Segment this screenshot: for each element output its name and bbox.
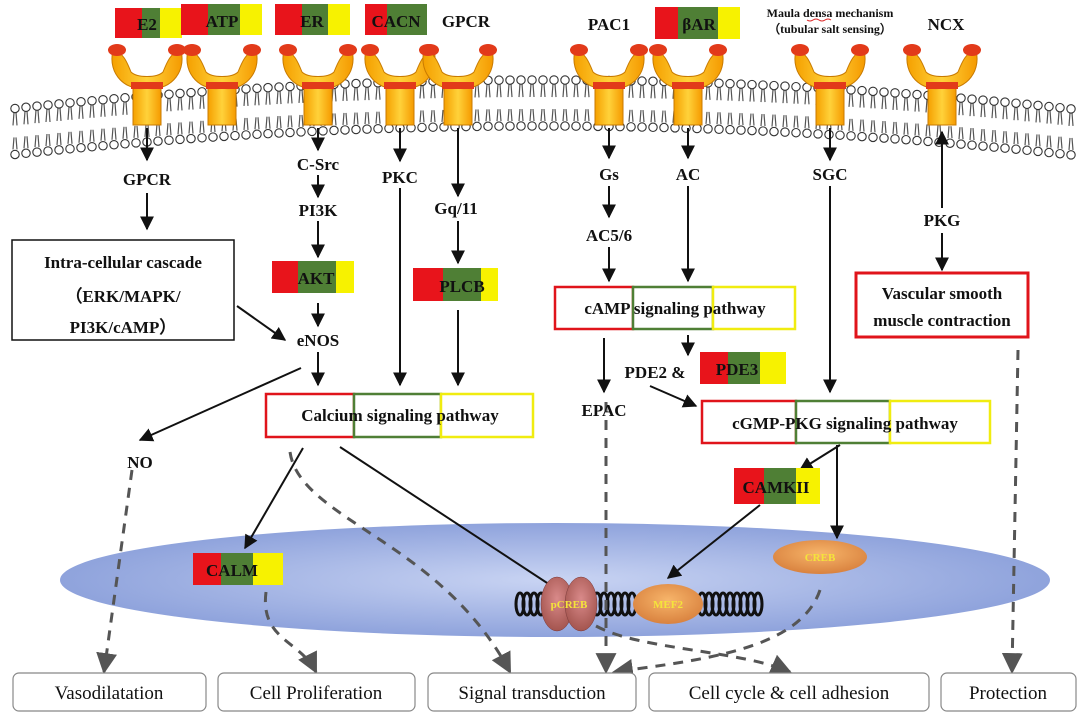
outcome-cell-cycle: Cell cycle & cell adhesion (648, 672, 930, 712)
receptor-tag-bar: βAR (655, 7, 740, 39)
dna-helix (514, 591, 764, 617)
node-enos: eNOS (297, 331, 340, 350)
receptor-5 (570, 44, 648, 126)
receptor-label-pac1: PAC1 (588, 15, 630, 34)
svg-text:MEF2: MEF2 (653, 599, 683, 611)
svg-text:Protection: Protection (969, 683, 1048, 704)
svg-text:CAMKII: CAMKII (742, 478, 809, 497)
node-epac: EPAC (581, 401, 626, 420)
svg-text:PDE3: PDE3 (716, 360, 759, 379)
receptor-2 (279, 44, 357, 126)
creb-protein: CREB (773, 540, 867, 574)
svg-text:Cell Proliferation: Cell Proliferation (250, 683, 383, 704)
svg-text:CACN: CACN (371, 12, 421, 31)
node-pkg: PKG (924, 211, 961, 230)
receptor-label-maula-sub: （tubular salt sensing） (768, 21, 892, 36)
box-camp-signaling: cAMP signaling pathway (553, 285, 797, 331)
svg-text:βAR: βAR (682, 15, 716, 34)
receptor-7 (791, 44, 869, 126)
spellcheck-underline (806, 18, 832, 22)
svg-text:AKT: AKT (298, 269, 336, 288)
solid-arrows (138, 128, 949, 599)
receptor-tag-er: ER (275, 4, 350, 35)
tag-calm: CALM (193, 553, 283, 585)
svg-text:muscle contraction: muscle contraction (873, 311, 1011, 330)
svg-text:PI3K/cAMP）: PI3K/cAMP） (70, 317, 177, 337)
tag-akt: AKT (272, 261, 354, 293)
mef2-protein: MEF2 (633, 584, 703, 624)
svg-text:Vasodilatation: Vasodilatation (55, 683, 164, 704)
svg-text:Intra-cellular cascade: Intra-cellular cascade (44, 253, 202, 272)
svg-text:pCREB: pCREB (551, 599, 588, 611)
receptor-label-ncx: NCX (928, 15, 966, 34)
svg-text:Vascular smooth: Vascular smooth (882, 284, 1003, 303)
svg-text:Calcium signaling pathway: Calcium signaling pathway (301, 406, 499, 425)
receptor-label-gpcr: GPCR (442, 12, 491, 31)
receptor-row (108, 44, 981, 126)
node-csrc: C-Src (297, 155, 340, 174)
node-no: NO (127, 453, 153, 472)
node-pkc: PKC (382, 168, 418, 187)
node-sgc: SGC (813, 165, 848, 184)
node-gpcr: GPCR (123, 170, 172, 189)
svg-text:ATP: ATP (206, 12, 239, 31)
receptor-tag-atp: ATP (181, 4, 262, 35)
svg-text:Signal transduction: Signal transduction (458, 683, 606, 704)
svg-text:E2: E2 (137, 15, 157, 34)
receptor-1 (183, 44, 261, 126)
outcome-protection: Protection (940, 672, 1077, 712)
receptor-0 (108, 44, 186, 126)
svg-text:cGMP-PKG signaling pathway: cGMP-PKG signaling pathway (732, 414, 958, 433)
outcome-vasodilatation: Vasodilatation (12, 672, 207, 712)
node-pde2: PDE2 & (625, 363, 686, 382)
box-calcium-signaling: Calcium signaling pathway (264, 392, 535, 439)
tag-camkii: CAMKII (734, 468, 820, 504)
box-vascular-smooth-muscle: Vascular smooth muscle contraction (854, 271, 1030, 339)
box-intracellular-cascade: Intra-cellular cascade （ERK/MAPK/ PI3K/c… (11, 239, 235, 341)
svg-text:CALM: CALM (206, 561, 258, 580)
receptor-tag-cacn: CACN (365, 4, 427, 35)
svg-text:PLCB: PLCB (439, 277, 484, 296)
outcome-cell-proliferation: Cell Proliferation (217, 672, 416, 712)
svg-text:cAMP signaling pathway: cAMP signaling pathway (584, 299, 766, 318)
svg-text:（ERK/MAPK/: （ERK/MAPK/ (65, 286, 180, 306)
node-gs: Gs (599, 165, 619, 184)
node-ac: AC (676, 165, 701, 184)
receptor-8 (903, 44, 981, 126)
cell-membrane (10, 75, 1076, 160)
node-ac56: AC5/6 (586, 226, 632, 245)
dashed-arrows (96, 349, 1023, 680)
receptor-4 (419, 44, 497, 126)
receptor-label-maula: Maula densa mechanism (767, 6, 894, 20)
svg-text:ER: ER (300, 12, 324, 31)
tag-pde3: PDE3 (700, 352, 786, 384)
outcome-signal-transduction: Signal transduction (427, 672, 637, 712)
pcreb-protein: pCREB (540, 576, 598, 632)
node-gq11: Gq/11 (434, 199, 477, 218)
tag-plcb: PLCB (413, 268, 498, 301)
box-cgmp-signaling: cGMP-PKG signaling pathway (700, 399, 992, 445)
receptor-tag-e2: E2 (115, 8, 182, 38)
receptor-6 (649, 44, 727, 126)
node-pi3k: PI3K (299, 201, 339, 220)
svg-text:CREB: CREB (805, 552, 836, 564)
svg-text:Cell cycle & cell adhesion: Cell cycle & cell adhesion (689, 683, 890, 704)
